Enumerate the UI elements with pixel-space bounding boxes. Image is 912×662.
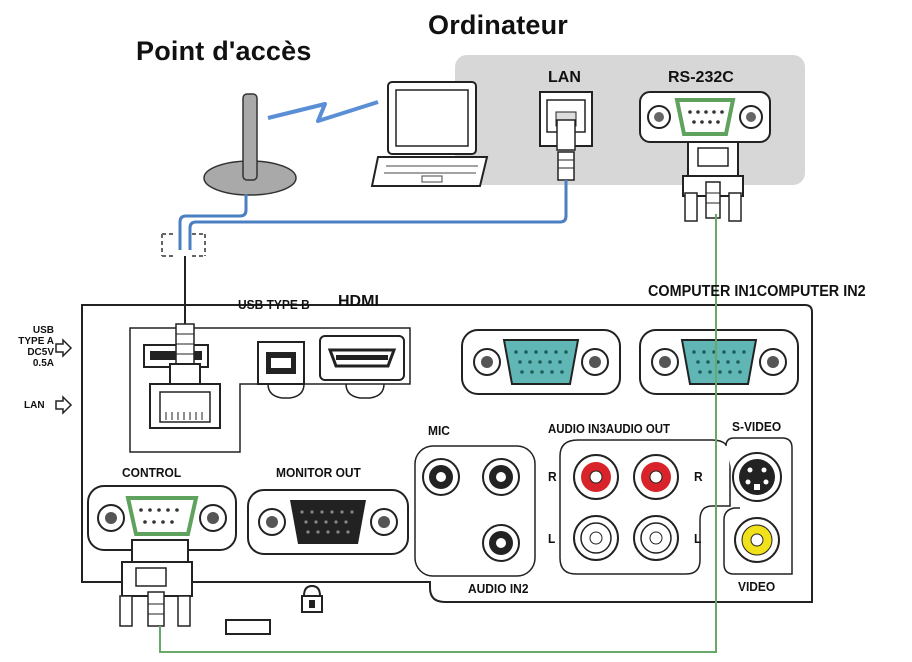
usb-arrow-icon	[55, 338, 73, 358]
audio-in3-out-label: AUDIO IN3AUDIO OUT	[548, 421, 671, 436]
dc5v-text: DC5V	[27, 347, 54, 358]
audio-r-left-label: R	[548, 469, 557, 484]
computer-label: Ordinateur	[428, 10, 569, 40]
usb-type-a-label: USB TYPE A DC5V 0.5A	[8, 325, 54, 369]
rs232c-label: RS-232C	[668, 69, 734, 86]
lan-arrow-icon	[55, 395, 73, 415]
wireless-signal-icon	[267, 100, 379, 123]
computer-in1-port	[461, 329, 621, 395]
security-lock-icon	[301, 584, 323, 613]
mic-audio-in2-block	[414, 445, 536, 577]
rs232c-port-computer	[639, 91, 771, 222]
rs232c-cable	[159, 214, 717, 653]
usb-type-b-label: USB TYPE B	[238, 297, 310, 312]
s-video-video-block	[723, 437, 793, 575]
monitor-out-port	[247, 489, 409, 555]
lan-port-computer	[539, 91, 593, 181]
s-video-label: S-VIDEO	[732, 419, 782, 434]
cable-break	[161, 233, 206, 257]
rca-audio-block	[559, 439, 731, 575]
laptop-icon	[370, 81, 489, 187]
audio-l-left-label: L	[548, 531, 556, 546]
usb-lan-block	[129, 323, 411, 453]
projector-panel	[81, 304, 813, 603]
audio-r-right-label: R	[694, 469, 703, 484]
computer-in2-port	[639, 329, 799, 395]
lan-top-label: LAN	[548, 69, 581, 86]
audio-in2-label: AUDIO IN2	[468, 581, 529, 596]
usb-type-a-text: USB TYPE A	[18, 325, 54, 347]
control-port	[87, 485, 237, 627]
access-point-label: Point d'accès	[136, 36, 312, 66]
video-label: VIDEO	[738, 579, 776, 594]
computer-in-label: COMPUTER IN1COMPUTER IN2	[648, 283, 866, 300]
lan-side-label: LAN	[24, 400, 45, 411]
slot	[225, 619, 271, 635]
lan-cable	[178, 180, 568, 250]
access-point-icon	[203, 93, 297, 196]
amp-text: 0.5A	[32, 358, 54, 369]
monitor-out-label: MONITOR OUT	[276, 465, 361, 480]
mic-label: MIC	[428, 423, 450, 438]
hdmi-label: HDMI	[338, 293, 379, 310]
control-label: CONTROL	[122, 465, 182, 480]
audio-l-right-label: L	[694, 531, 702, 546]
